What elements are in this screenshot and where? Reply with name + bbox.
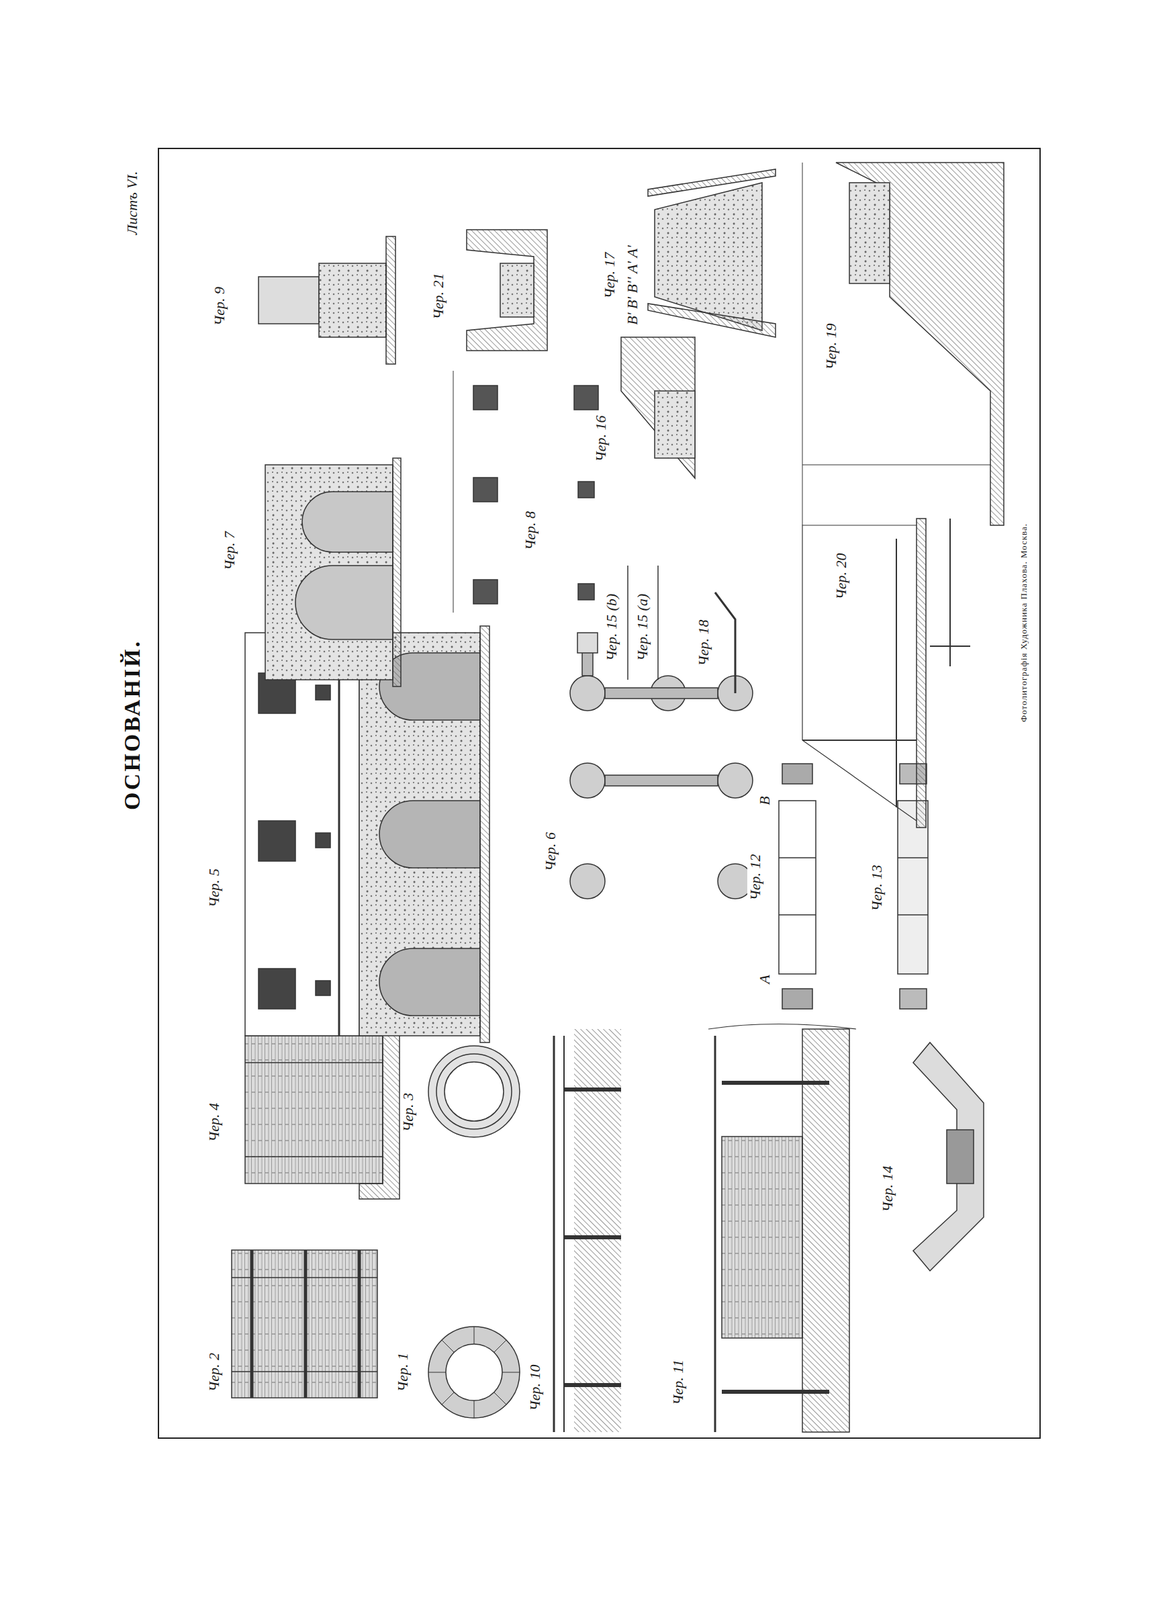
figure-label: Чер. 19: [823, 321, 840, 372]
figure-label: Чер. 3: [400, 1090, 417, 1134]
figure-label: Чер. 15 (b): [603, 591, 620, 663]
figure-label: Чер. 21: [430, 271, 447, 322]
figure-label: Чер. 11: [670, 1356, 687, 1407]
plate-illustration: [157, 147, 1041, 1439]
figure-label: А: [756, 972, 773, 986]
figure-label: Чер. 4: [206, 1100, 223, 1144]
figure-label: Чер. 8: [522, 508, 539, 552]
figure-label: В: [756, 793, 773, 807]
figure-label: Чер. 9: [211, 284, 228, 328]
figure-label: Чер. 20: [833, 551, 850, 602]
figure-label: Чер. 6: [542, 829, 559, 873]
figure-label: Чер. 12: [747, 852, 764, 903]
figure-label: Чер. 10: [527, 1362, 544, 1413]
figure-label: В' В' В': [624, 278, 641, 327]
figure-label: Чер. 13: [868, 862, 885, 914]
figure-label: Чер. 16: [592, 413, 610, 464]
printer-note: Фотолитографія Художника Плахова. Москва…: [1019, 521, 1029, 724]
figure-label: Чер. 18: [695, 617, 712, 669]
figure-label: Чер. 5: [206, 866, 223, 910]
figure-label: Чер. 14: [879, 1163, 896, 1214]
plate-title: ОСНОВАНІЙ.: [119, 636, 146, 813]
figure-label: Чер. 1: [394, 1350, 411, 1394]
figure-label: Чер. 2: [206, 1350, 223, 1394]
plate-sheet: ОСНОВАНІЙ.Листъ VI.Чер. 1Чер. 2Чер. 3Чер…: [157, 147, 1041, 1439]
sheet-number: Листъ VI.: [124, 169, 141, 238]
figure-label: Чер. 7: [221, 529, 238, 573]
figure-label: Чер. 17: [601, 250, 618, 301]
figure-label: Чер. 15 (a): [634, 591, 651, 663]
